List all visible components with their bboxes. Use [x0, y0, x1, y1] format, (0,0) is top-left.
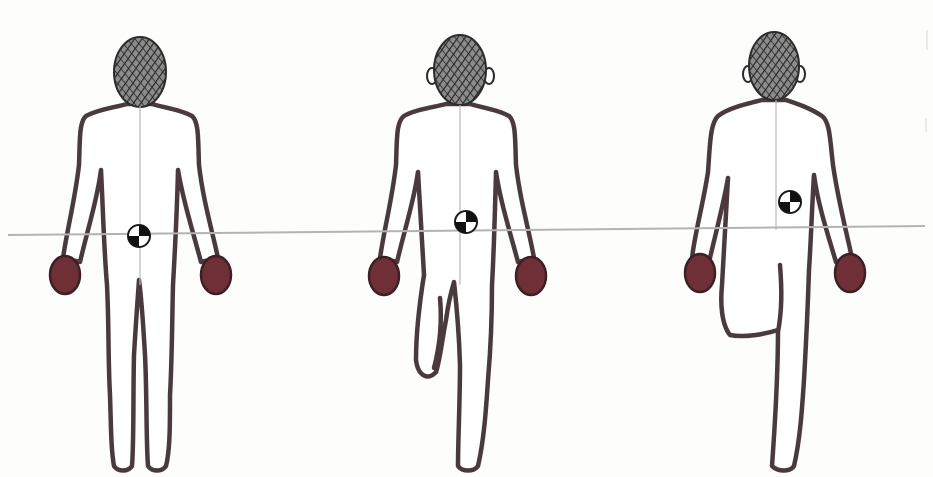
center-of-mass-icon	[779, 191, 801, 213]
figure-standing-head-crosshatch	[114, 37, 166, 107]
center-of-mass-icon	[128, 225, 150, 247]
figure-left-hip-raised-right-hand	[685, 254, 715, 292]
center-of-mass-icon	[455, 211, 477, 233]
figure-left-knee-bent-left-hand	[516, 257, 546, 295]
figure-left-hip-raised-head-crosshatch	[749, 32, 799, 100]
figure-standing-left-hand	[201, 256, 231, 294]
figure-left-knee-bent-head-crosshatch	[434, 35, 486, 105]
figure-left-hip-raised-left-hand	[835, 254, 865, 292]
figure-left-knee-bent-right-hand	[369, 257, 399, 295]
figure-standing-right-hand	[50, 256, 80, 294]
